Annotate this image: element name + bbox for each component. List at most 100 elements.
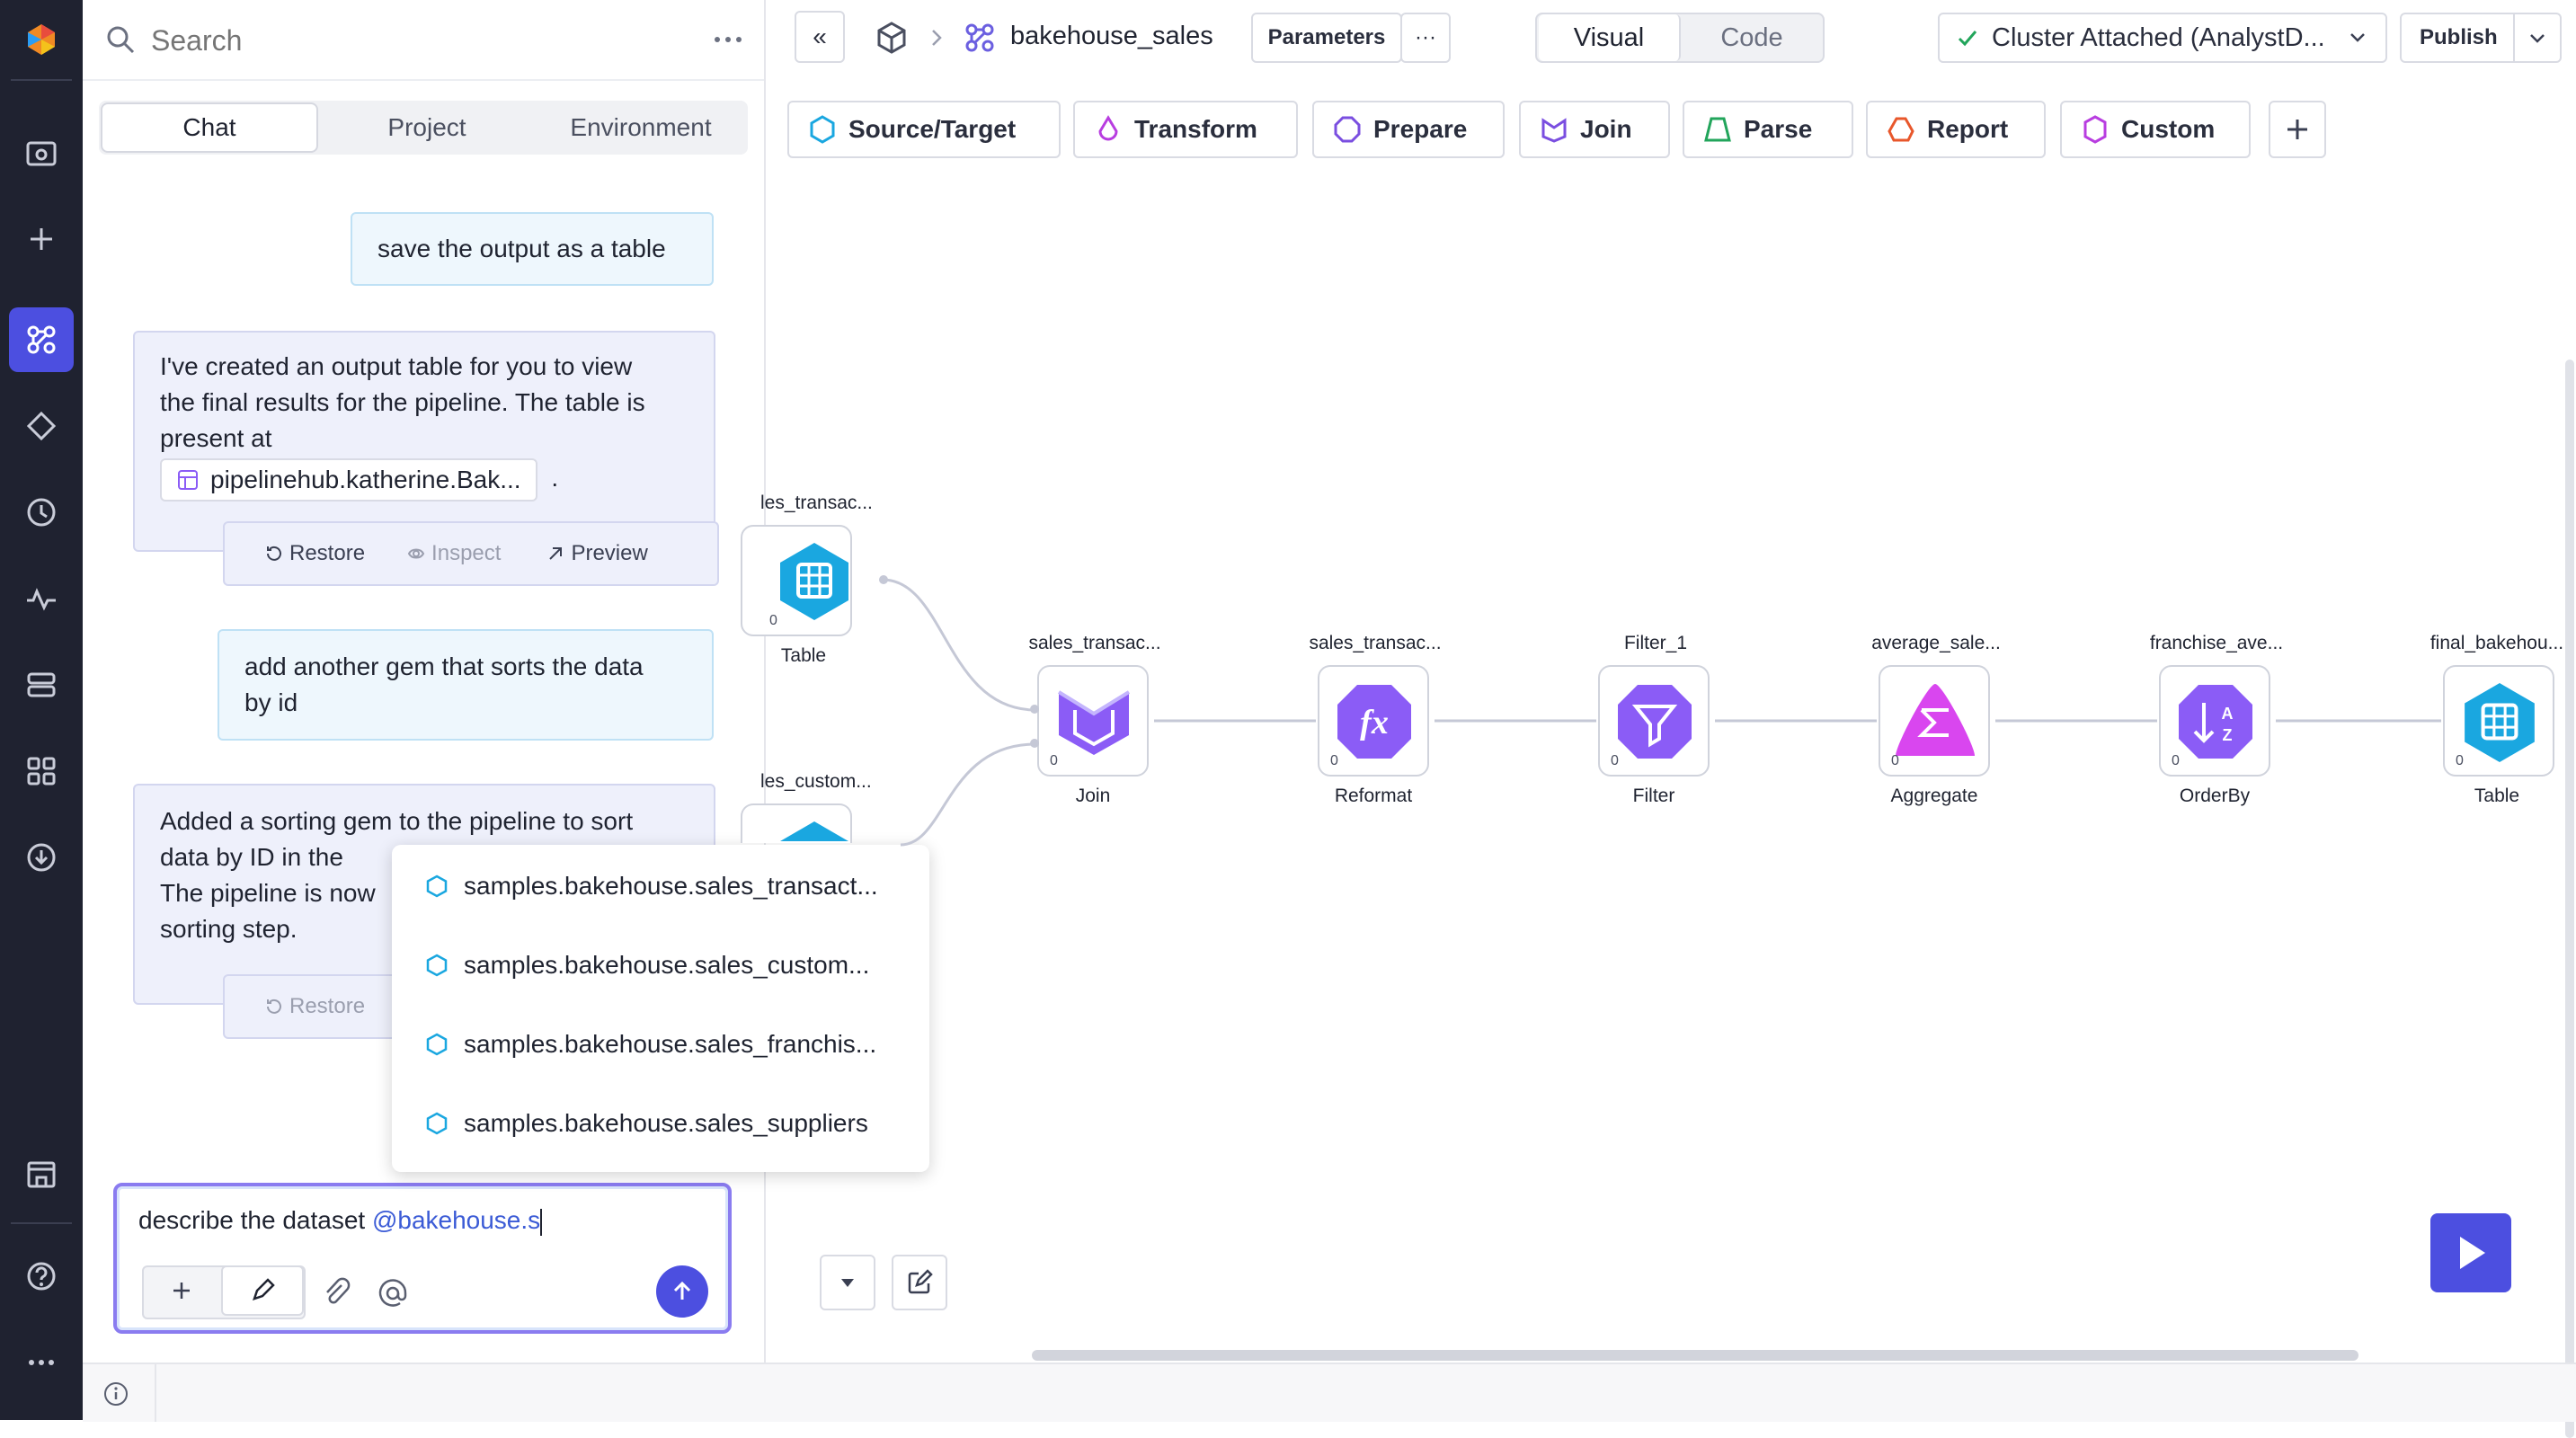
rail-browse-button[interactable]	[9, 120, 74, 185]
gem-node-reformat[interactable]: fx 0	[1318, 665, 1429, 777]
gem-type-label: Table	[2474, 786, 2520, 806]
port-count: 0	[1891, 753, 1899, 768]
inspect-icon	[407, 548, 425, 559]
table-reference-chip[interactable]: pipelinehub.katherine.Bak...	[160, 458, 537, 502]
gem-type-label: Reformat	[1334, 786, 1413, 806]
rail-marketplace-button[interactable]	[9, 1141, 74, 1206]
rail-create-button[interactable]	[9, 207, 74, 271]
chat-input-text[interactable]: describe the dataset @bakehouse.s	[138, 1206, 543, 1236]
send-button[interactable]	[656, 1265, 708, 1318]
rail-help-button[interactable]	[9, 1244, 74, 1309]
suggestion-item[interactable]: samples.bakehouse.sales_transact...	[392, 847, 929, 926]
suggestion-item[interactable]: samples.bakehouse.sales_suppliers	[392, 1084, 929, 1163]
chevron-down-icon	[2350, 33, 2365, 42]
sort-octagon-icon: AZ	[2179, 685, 2252, 759]
inspect-button[interactable]: Inspect	[406, 541, 501, 566]
gem-node-join[interactable]: 0	[1037, 665, 1149, 777]
gem-report-button[interactable]: Report	[1866, 101, 2046, 158]
activity-icon	[27, 588, 56, 611]
gem-join-button[interactable]: Join	[1519, 101, 1670, 158]
run-pipeline-button[interactable]	[2430, 1213, 2511, 1292]
publish-label: Publish	[2420, 25, 2498, 49]
gem-node-source-table[interactable]: 0	[741, 525, 852, 636]
collapse-panel-button[interactable]: «	[795, 11, 845, 63]
gem-transform-button[interactable]: Transform	[1073, 101, 1298, 158]
add-button[interactable]	[144, 1267, 219, 1314]
gem-name-label: les_transac...	[760, 493, 873, 513]
join-icon	[1057, 690, 1131, 755]
chevron-down-icon[interactable]	[2527, 29, 2547, 49]
grid-icon	[27, 757, 56, 786]
suggestion-item[interactable]: samples.bakehouse.sales_franchis...	[392, 1005, 929, 1084]
chip-label: pipelinehub.katherine.Bak...	[210, 466, 521, 493]
message-line: by id	[244, 688, 298, 716]
gem-node-filter[interactable]: 0	[1598, 665, 1710, 777]
assistant-message: I've created an output table for you to …	[133, 331, 715, 552]
table-hexagon-icon	[2465, 683, 2535, 762]
more-actions-button[interactable]: ···	[1400, 13, 1451, 63]
rail-history-button[interactable]	[9, 480, 74, 545]
connection-edge	[882, 578, 1036, 712]
download-circle-icon	[27, 843, 56, 872]
tab-chat[interactable]: Chat	[101, 102, 318, 153]
rail-download-button[interactable]	[9, 825, 74, 890]
info-icon[interactable]	[102, 1380, 129, 1407]
project-cube-icon[interactable]	[874, 20, 910, 56]
publish-button[interactable]: Publish	[2400, 13, 2562, 63]
view-mode-toggle: Visual Code	[1535, 13, 1825, 63]
rail-pipelines-button[interactable]	[9, 307, 74, 372]
server-icon	[27, 672, 56, 697]
gem-prepare-button[interactable]: Prepare	[1312, 101, 1505, 158]
edit-mode-button[interactable]	[221, 1265, 304, 1316]
gem-node-output-table[interactable]: 0	[2443, 665, 2554, 777]
code-mode-tab[interactable]: Code	[1720, 22, 1783, 52]
message-actions: Restore Inspect Preview	[223, 521, 719, 586]
diamond-icon	[26, 411, 57, 441]
tab-environment[interactable]: Environment	[570, 113, 712, 141]
table-hexagon-icon	[777, 541, 852, 620]
preview-button[interactable]: Preview	[546, 541, 648, 566]
gem-custom-button[interactable]: Custom	[2060, 101, 2251, 158]
chat-input-box[interactable]: describe the dataset @bakehouse.s	[113, 1183, 732, 1334]
gem-parse-button[interactable]: Parse	[1683, 101, 1853, 158]
left-rail	[0, 0, 83, 1420]
search-input[interactable]	[149, 16, 656, 65]
vertical-scrollbar[interactable]	[2565, 360, 2574, 1438]
rail-deployments-button[interactable]	[9, 652, 74, 717]
add-gem-button[interactable]	[2269, 101, 2326, 158]
gem-source-target-button[interactable]: Source/Target	[787, 101, 1061, 158]
input-port[interactable]	[1030, 739, 1039, 748]
paperclip-icon[interactable]	[320, 1276, 352, 1309]
rail-more-button[interactable]	[9, 1330, 74, 1395]
suggestion-item[interactable]: samples.bakehouse.sales_custom...	[392, 926, 929, 1005]
rail-observability-button[interactable]	[9, 566, 74, 631]
gem-node-source-table[interactable]	[741, 803, 852, 843]
pipeline-canvas[interactable]: les_transac... 0 Table les_custom... sal…	[741, 180, 2576, 1438]
input-port[interactable]	[1030, 705, 1039, 714]
gem-node-aggregate[interactable]: 0	[1879, 665, 1990, 777]
gem-name-label: sales_transac...	[1309, 633, 1442, 653]
cluster-selector[interactable]: Cluster Attached (AnalystD...	[1938, 13, 2387, 63]
preview-label: Preview	[571, 541, 648, 565]
caret-down-icon	[841, 1279, 854, 1287]
more-options-icon[interactable]	[712, 27, 744, 52]
restore-button[interactable]: Restore	[264, 541, 365, 566]
canvas-edit-button[interactable]	[892, 1255, 947, 1310]
tab-project[interactable]: Project	[387, 113, 466, 141]
pipeline-name[interactable]: bakehouse_sales	[1010, 22, 1213, 50]
visual-mode-tab[interactable]: Visual	[1539, 14, 1681, 61]
mention-icon[interactable]	[376, 1276, 410, 1310]
output-port[interactable]	[879, 575, 888, 584]
octagon-icon	[1334, 116, 1361, 143]
rail-gems-button[interactable]	[9, 394, 74, 458]
parameters-button[interactable]: Parameters	[1251, 13, 1402, 63]
canvas-dropdown-button[interactable]	[820, 1255, 875, 1310]
gem-name-label: final_bakehou...	[2429, 633, 2564, 653]
app-logo[interactable]	[9, 7, 74, 72]
message-text: .	[551, 464, 559, 493]
restore-button[interactable]: Restore	[264, 994, 365, 1019]
filter-octagon-icon	[1618, 685, 1692, 759]
rail-apps-button[interactable]	[9, 739, 74, 803]
horizontal-scrollbar[interactable]	[1032, 1350, 2358, 1361]
